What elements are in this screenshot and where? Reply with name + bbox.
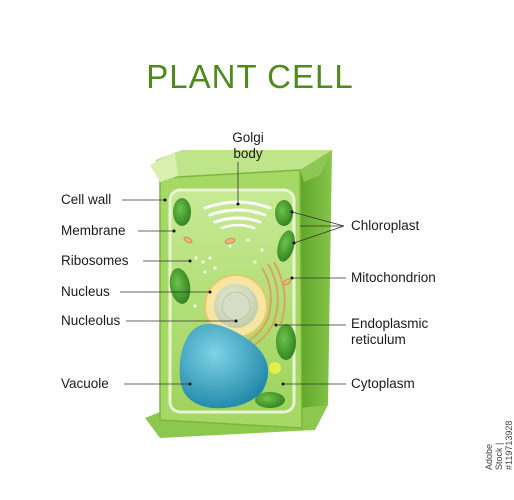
stock-watermark: Adobe Stock | #119713928 [484, 420, 514, 470]
label-golgi-line2: body [233, 146, 263, 161]
label-mitochondrion: Mitochondrion [351, 270, 436, 285]
label-er-line1: Endoplasmic [351, 316, 429, 331]
small-mitochondria [183, 236, 291, 286]
cytoplasm-granule [269, 362, 281, 374]
plant-cell-diagram: PLANT CELL [61, 58, 514, 470]
leader-lines [120, 162, 346, 385]
label-ribosomes: Ribosomes [61, 253, 129, 268]
label-golgi-body: Golgi body [222, 130, 274, 162]
nucleus [204, 274, 268, 338]
diagram-title: PLANT CELL [146, 58, 354, 95]
label-membrane: Membrane [61, 223, 126, 238]
label-chloroplast: Chloroplast [351, 218, 420, 233]
cell-illustration [120, 150, 346, 438]
label-er-line2: reticulum [351, 332, 406, 347]
ribosomes [184, 238, 264, 308]
label-cytoplasm: Cytoplasm [351, 376, 415, 391]
label-endoplasmic-reticulum: Endoplasmic reticulum [351, 316, 428, 348]
leader-dots [163, 198, 296, 386]
label-nucleus: Nucleus [61, 284, 110, 299]
label-golgi-line1: Golgi [232, 130, 264, 145]
chloroplasts [169, 198, 296, 408]
vacuole-shape [179, 323, 269, 409]
label-nucleolus: Nucleolus [61, 313, 121, 328]
label-cell-wall: Cell wall [61, 192, 112, 207]
label-vacuole: Vacuole [61, 376, 109, 391]
